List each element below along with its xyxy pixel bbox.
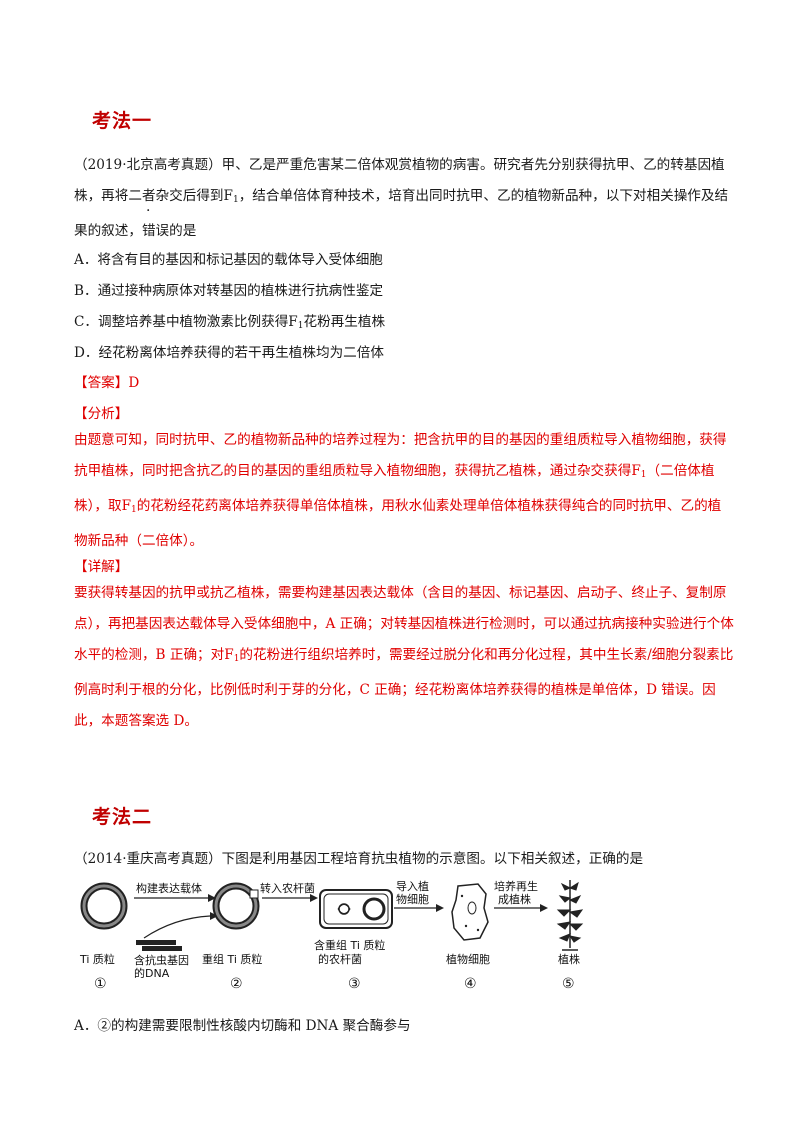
arrow3-label-2: 物细胞 [396, 892, 429, 906]
answer-line: 【答案】D [74, 371, 139, 391]
dna-label-2: 的DNA [134, 966, 170, 980]
dna-fragment-icon [136, 940, 182, 951]
step2-number: ② [230, 976, 243, 992]
dna-label-1: 含抗虫基因 [134, 953, 189, 967]
dna-arrow-head [210, 912, 218, 920]
step2-label: 重组 Ti 质粒 [202, 952, 262, 966]
ti-plasmid-icon [80, 882, 128, 930]
step5-number: ⑤ [562, 976, 575, 992]
detail-p2: 的花粉进行组织培养时，需要经过脱分化和再分化过程，其中生长素/细胞分裂素比例高时… [74, 647, 734, 729]
analysis-p1: 由题意可知，同时抗甲、乙的植物新品种的培养过程为：把含抗甲的目的基因的重组质粒导… [74, 432, 727, 479]
option-c-sub: 1 [297, 321, 304, 331]
step1-label: Ti 质粒 [79, 952, 115, 966]
step4-label: 植物细胞 [446, 952, 490, 966]
arrow1-label: 构建表达载体 [136, 881, 202, 895]
option-c-pre: C．调整培养基中植物激素比例获得F [74, 314, 298, 330]
step1-number: ① [94, 976, 107, 992]
subscript-1: 1 [232, 195, 239, 205]
arrow4-label-1: 培养再生 [494, 879, 538, 893]
analysis-tag: 【分析】 [74, 406, 129, 422]
genetic-engineering-diagram: Ti 质粒 ① 构建表达载体 含抗虫基因 的DNA 重组 Ti 质粒 ② 转入农… [79, 879, 584, 992]
step4-number: ④ [464, 976, 477, 992]
detail-sub1: 1 [233, 654, 240, 664]
option-b: B．通过接种病原体对转基因的植株进行抗病性鉴定 [74, 283, 384, 299]
option-c-post: 花粉再生植株 [303, 314, 386, 330]
plant-icon [556, 880, 584, 951]
dna-arrow-line [143, 915, 211, 939]
question2-stem: （2014·重庆高考真题）下图是利用基因工程培育抗虫植物的示意图。以下相关叙述，… [74, 851, 644, 867]
step5-label: 植株 [558, 952, 580, 966]
arrow2-label: 转入农杆菌 [260, 881, 315, 895]
detail-p1: 要获得转基因的抗甲或抗乙植株，需要构建基因表达载体（含目的基因、标记基因、启动子… [74, 585, 734, 663]
arrow1-head [208, 894, 216, 902]
answer-tag: 【答案】 [74, 375, 129, 391]
option-c: C．调整培养基中植物激素比例获得F1花粉再生植株 [74, 310, 385, 331]
plant-cell-icon [451, 883, 489, 941]
analysis-sub2: 1 [131, 505, 137, 515]
agrobacterium-icon [319, 889, 393, 929]
step3-label-1: 含重组 Ti 质粒 [314, 938, 385, 952]
step3-label-2: 的农杆菌 [318, 952, 362, 966]
detail-tag: 【详解】 [74, 559, 129, 575]
emphasis-dotted-text: 错误 [142, 204, 169, 247]
analysis-text: 由题意可知，同时抗甲、乙的植物新品种的培养过程为：把含抗甲的目的基因的重组质粒导… [74, 425, 734, 557]
step3-number: ③ [348, 976, 361, 992]
question1-text-b: ，结合单倍体育种技术，培育出同时抗甲、乙的植物新品种，以下对相关操作及结果的叙述… [74, 188, 729, 239]
section2-heading: 考法二 [92, 806, 153, 828]
detail-text: 要获得转基因的抗甲或抗乙植株，需要构建基因表达载体（含目的基因、标记基因、启动子… [74, 578, 734, 737]
analysis-sub1: 1 [640, 470, 647, 480]
arrow4-label-2: 成植株 [498, 892, 531, 906]
answer-value: D [128, 375, 140, 391]
arrow3-head [436, 904, 444, 912]
question1-source: （2019·北京高考真题） [74, 157, 222, 173]
section1-heading: 考法一 [92, 110, 153, 132]
question1-stem: （2019·北京高考真题）甲、乙是严重危害某二倍体观赏植物的病害。研究者先分别获… [74, 150, 734, 247]
analysis-p3: 的花粉经花药离体培养获得单倍体植株，用秋水仙素处理单倍体植株获得纯合的同时抗甲、… [74, 498, 722, 549]
question1-text-a: 甲、乙是严重危害某二倍体观赏植物的病害。研究者先分别获得抗甲、乙的转基因植株，再… [74, 157, 725, 204]
question1-text-c: 的是 [169, 223, 197, 239]
recombinant-plasmid-icon [212, 882, 260, 930]
option-a: A．将含有目的基因和标记基因的载体导入受体细胞 [74, 252, 383, 268]
question2-option-a: A．②的构建需要限制性核酸内切酶和 DNA 聚合酶参与 [74, 1018, 411, 1034]
arrow3-label-1: 导入植 [396, 879, 429, 893]
arrow2-head [310, 894, 318, 902]
analysis-p2: （二倍体植株），取F [74, 463, 715, 514]
arrow4-head [540, 904, 548, 912]
option-d: D．经花粉离体培养获得的若干再生植株均为二倍体 [74, 345, 384, 361]
